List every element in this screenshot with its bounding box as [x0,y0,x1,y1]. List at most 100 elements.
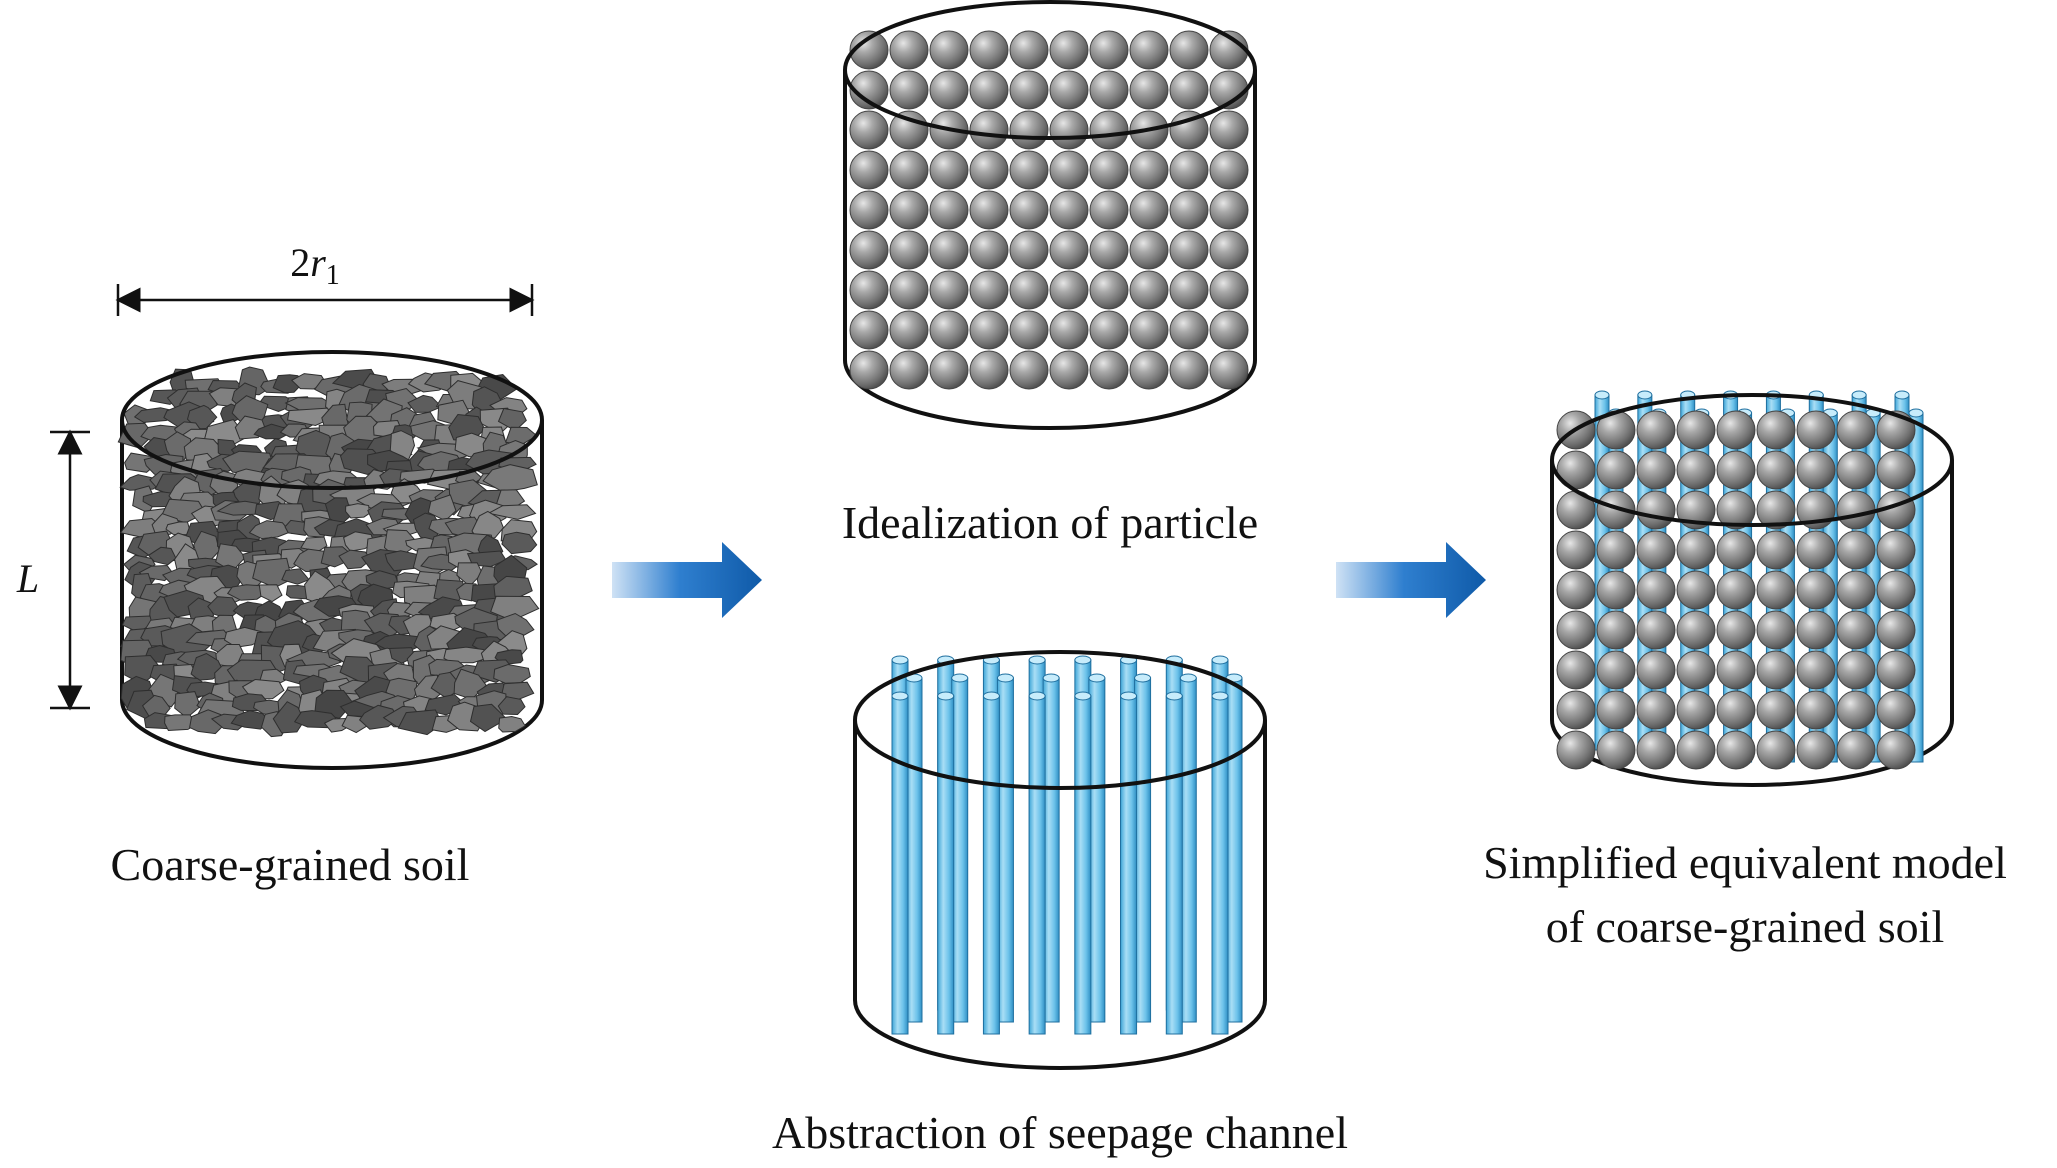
sphere-particle [1089,350,1129,390]
simplified-caption-line1: Simplified equivalent model [1483,837,2007,888]
sphere-particle [1089,190,1129,230]
sphere-particle [1876,450,1916,490]
sphere-particle [1049,230,1089,270]
sphere-particle [1756,490,1796,530]
sphere-particle [1796,410,1836,450]
sphere-particle [889,230,929,270]
sphere-particle [1209,190,1249,230]
coarse-soil-cylinder [117,350,544,770]
sphere-particle [969,310,1009,350]
seepage-channel [1028,691,1046,1035]
sphere-particle [1796,650,1836,690]
sphere-particle [1756,570,1796,610]
sphere-particle [1876,730,1916,770]
sphere-particle [1876,530,1916,570]
sphere-particle [1129,270,1169,310]
sphere-particle [1049,150,1089,190]
sphere-particle [1129,70,1169,110]
width-dimension: 2r1 [115,240,535,316]
sphere-particle [929,310,969,350]
sphere-particle [1169,190,1209,230]
model-spheres [1556,410,1916,770]
rock-particle [248,520,292,540]
sphere-particle [1796,690,1836,730]
sphere-particle [1716,450,1756,490]
sphere-particle [1209,270,1249,310]
sphere-particle [1676,570,1716,610]
sphere-particle [1636,730,1676,770]
sphere-particle [1836,690,1876,730]
seepage-channel [937,691,955,1035]
sphere-particle [1169,230,1209,270]
sphere-particle [1009,70,1049,110]
rock-particle [147,546,177,566]
sphere-particle [1049,70,1089,110]
sphere-particle [1756,410,1796,450]
sphere-particle [929,70,969,110]
rock-particle [497,696,526,716]
sphere-particle [1049,270,1089,310]
sphere-particle [1169,30,1209,70]
sphere-particle [1636,530,1676,570]
coarse-soil-caption: Coarse-grained soil [111,839,470,890]
sphere-particle [929,350,969,390]
sphere-particle [929,190,969,230]
rock-particle [117,422,154,449]
sphere-particle [1876,690,1916,730]
sphere-packing [849,30,1249,390]
seepage-channel [1211,691,1229,1035]
height-dimension: L [16,429,90,711]
sphere-particle [1796,530,1836,570]
sphere-particle [1009,150,1049,190]
sphere-cylinder [843,0,1257,430]
rock-particle [258,584,283,603]
sphere-particle [1129,150,1169,190]
sphere-particle [1716,730,1756,770]
sphere-particle [1716,410,1756,450]
rock-particle [482,464,538,493]
sphere-particle [1209,310,1249,350]
sphere-particle [1716,530,1756,570]
sphere-particle [1009,110,1049,150]
sphere-particle [1756,690,1796,730]
sphere-particle [1836,570,1876,610]
sphere-particle [889,30,929,70]
arrow-right-2 [1336,542,1486,618]
sphere-particle [1049,110,1089,150]
sphere-particle [849,110,889,150]
sphere-particle [1876,650,1916,690]
rock-particle [164,714,197,732]
sphere-particle [889,270,929,310]
sphere-particle [1089,150,1129,190]
sphere-particle [929,30,969,70]
sphere-particle [929,230,969,270]
sphere-particle [889,310,929,350]
sphere-particle [1836,530,1876,570]
sphere-particle [1129,310,1169,350]
sphere-particle [1089,110,1129,150]
rock-particle [443,646,496,664]
sphere-particle [1169,110,1209,150]
sphere-particle [1796,570,1836,610]
sphere-particle [1636,610,1676,650]
sphere-particle [969,190,1009,230]
sphere-particle [1876,410,1916,450]
sphere-particle [1836,610,1876,650]
sphere-particle [1676,610,1716,650]
sphere-particle [1636,490,1676,530]
rock-particle [230,710,271,730]
sphere-particle [1049,30,1089,70]
rock-particle [469,703,508,733]
sphere-particle [849,350,889,390]
sphere-particle [1636,410,1676,450]
sphere-particle [889,350,929,390]
sphere-particle [969,350,1009,390]
sphere-particle [1756,650,1796,690]
sphere-particle [1009,190,1049,230]
sphere-particle [1676,450,1716,490]
sphere-particle [1636,570,1676,610]
sphere-particle [1836,450,1876,490]
rock-particle [493,663,531,684]
sphere-particle [1716,610,1756,650]
